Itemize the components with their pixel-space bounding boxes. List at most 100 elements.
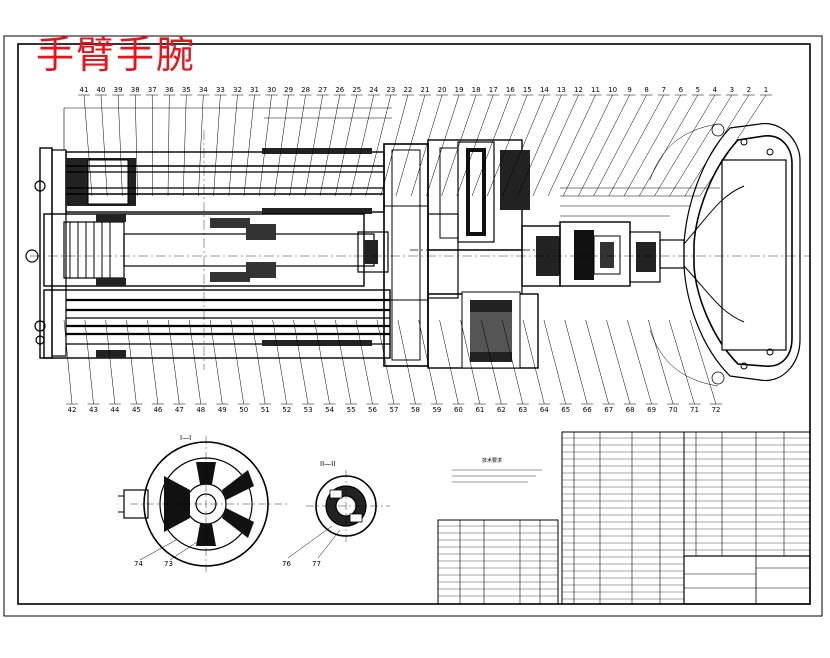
leader-line [564,319,588,405]
balloon-42: 42 [68,406,77,414]
balloon-53: 53 [304,406,313,414]
leader-line [209,319,223,405]
leader-line [228,94,238,197]
balloon-39: 39 [114,86,123,94]
leader-line [167,94,170,197]
parts-list-rows [438,437,810,600]
leaders-top [78,94,772,197]
balloon-73: 73 [164,560,173,568]
leader-line [365,94,392,197]
balloon-17: 17 [489,86,498,94]
balloon-67: 67 [604,406,613,414]
balloon-45: 45 [132,406,141,414]
leader-line [439,319,459,405]
leader-line [334,94,358,197]
leader-line [168,319,180,405]
leader-line [126,319,137,405]
balloon-26: 26 [335,86,344,94]
leader-line [648,319,674,405]
balloon-19: 19 [455,86,464,94]
balloon-48: 48 [196,406,205,414]
balloon-30: 30 [267,86,276,94]
balloon-71: 71 [690,406,699,414]
balloon-43: 43 [89,406,98,414]
leader-line [376,319,395,405]
balloon-37: 37 [148,86,157,94]
balloon-63: 63 [518,406,527,414]
leaders-bottom [63,319,722,405]
balloon-11: 11 [591,86,600,94]
balloon-7: 7 [661,86,665,94]
leader-line [63,319,73,405]
leader-line [684,94,750,197]
leader-line [395,94,426,197]
balloon-4: 4 [713,86,718,94]
balloon-29: 29 [284,86,293,94]
leader-line [627,319,652,405]
leader-line [578,94,630,197]
leader-line [314,319,330,405]
notes-title: 技术要求 [482,457,502,464]
balloon-74: 74 [134,560,143,568]
balloon-61: 61 [475,406,484,414]
section-label-ii: II—II [320,460,335,468]
balloon-52: 52 [282,406,291,414]
leader-line [606,319,631,405]
balloon-66: 66 [583,406,592,414]
leader-line [481,319,502,405]
balloon-28: 28 [301,86,310,94]
balloon-72: 72 [712,406,721,414]
balloon-1: 1 [764,86,768,94]
balloon-22: 22 [403,86,412,94]
balloon-31: 31 [250,86,259,94]
leader-line [397,319,416,405]
leader-line [274,94,289,197]
leader-line [198,94,204,197]
section-label-i: I—I [180,434,191,442]
leader-line [456,94,494,197]
balloon-20: 20 [438,86,447,94]
leader-line [689,319,717,405]
balloon-18: 18 [472,86,481,94]
balloon-23: 23 [386,86,395,94]
leader-line [502,94,545,197]
leader-line [460,319,481,405]
leader-line [182,94,187,197]
main-assembly-view [25,107,810,387]
leader-line [84,319,94,405]
balloon-38: 38 [131,86,140,94]
leader-line [608,94,664,197]
balloon-64: 64 [540,406,549,414]
leader-line [668,319,695,405]
balloon-65: 65 [561,406,570,414]
balloon-32: 32 [233,86,242,94]
leader-line [426,94,460,197]
leader-line [350,94,375,197]
balloon-36: 36 [165,86,174,94]
leader-line [100,94,108,197]
leader-line [669,94,733,197]
balloon-15: 15 [523,86,532,94]
notes-block [452,469,542,483]
balloon-57: 57 [390,406,399,414]
leader-line [486,94,528,197]
leader-line [105,319,116,405]
balloon-55: 55 [347,406,356,414]
balloon-76: 76 [282,560,291,568]
leader-line [501,319,524,405]
leader-line [147,319,159,405]
balloon-41: 41 [80,86,89,94]
balloon-5: 5 [696,86,700,94]
leader-line [293,319,309,405]
leader-line [251,319,266,405]
balloon-59: 59 [432,406,441,414]
balloon-16: 16 [506,86,515,94]
balloon-60: 60 [454,406,463,414]
drawing-title: 手臂手腕 [36,33,197,77]
balloon-12: 12 [574,86,583,94]
leader-line [289,94,306,197]
section-view-i [118,436,290,572]
leader-line [585,319,609,405]
